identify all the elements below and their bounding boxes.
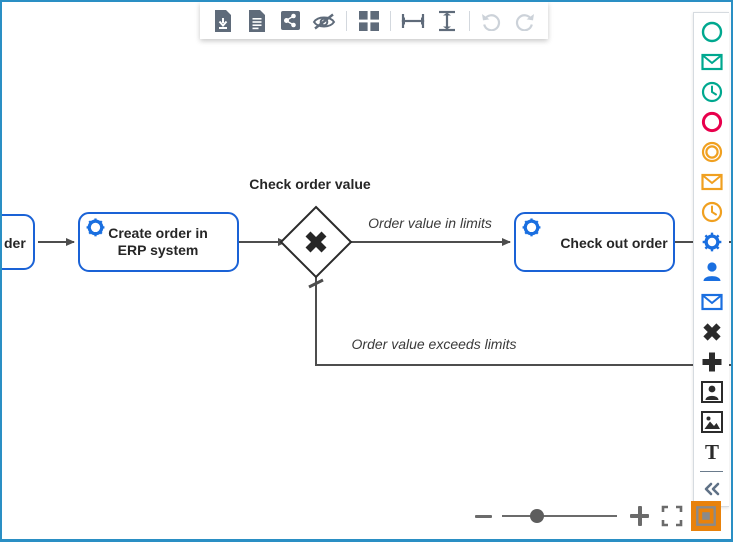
editor-toolbar: [200, 2, 548, 39]
align-vertical-icon[interactable]: [430, 5, 464, 37]
svg-text:T: T: [704, 441, 718, 463]
toolbar-divider: [468, 10, 470, 31]
timer-start-event-icon[interactable]: [694, 77, 729, 107]
zoom-slider[interactable]: [502, 503, 617, 529]
start-event-icon[interactable]: [694, 17, 729, 47]
flow-order-value-in-limits-label: Order value in limits: [368, 215, 492, 231]
zoom-out-button[interactable]: [470, 503, 496, 529]
service-task-icon[interactable]: [694, 227, 729, 257]
task-create-order-label-line1: Create order in: [108, 225, 208, 241]
participant-icon[interactable]: [694, 377, 729, 407]
exclusive-gateway-icon[interactable]: [694, 317, 729, 347]
zoom-slider-track: [502, 515, 617, 517]
zoom-in-button[interactable]: [625, 502, 653, 530]
task-check-out-order-label: Check out order: [560, 235, 668, 251]
toolbar-divider: [390, 10, 392, 31]
document-icon[interactable]: [240, 5, 274, 37]
undo-icon[interactable]: [475, 5, 509, 37]
user-task-icon[interactable]: [694, 257, 729, 287]
text-annotation-icon[interactable]: T: [694, 437, 729, 467]
minus-icon: [474, 514, 492, 518]
zoom-controls: [470, 501, 721, 531]
message-start-event-icon[interactable]: [694, 47, 729, 77]
distribute-horizontal-icon[interactable]: [396, 5, 430, 37]
collapse-palette-icon[interactable]: [694, 474, 729, 504]
gateway-check-order-value-label: Check order value: [249, 176, 371, 192]
parallel-gateway-icon[interactable]: [694, 347, 729, 377]
group-icon[interactable]: [694, 407, 729, 437]
download-file-icon[interactable]: [206, 5, 240, 37]
task-create-order-label-line2: ERP system: [118, 242, 199, 258]
palette-divider: [700, 471, 723, 472]
toolbar-divider: [345, 10, 347, 31]
end-event-icon[interactable]: [694, 107, 729, 137]
message-intermediate-event-icon[interactable]: [694, 167, 729, 197]
intermediate-event-icon[interactable]: [694, 137, 729, 167]
timer-intermediate-event-icon[interactable]: [694, 197, 729, 227]
redo-icon[interactable]: [508, 5, 542, 37]
zoom-slider-thumb[interactable]: [529, 509, 544, 523]
fit-viewport-button[interactable]: [657, 501, 687, 531]
message-task-icon[interactable]: [694, 287, 729, 317]
share-icon[interactable]: [273, 5, 307, 37]
task-incoming-partial-label: der: [4, 235, 26, 251]
element-palette: T: [693, 12, 729, 507]
reset-zoom-button[interactable]: [691, 501, 721, 531]
eye-off-icon[interactable]: [307, 5, 341, 37]
grid-icon[interactable]: [352, 5, 386, 37]
flow-order-value-exceeds-limits-label: Order value exceeds limits: [352, 336, 517, 352]
